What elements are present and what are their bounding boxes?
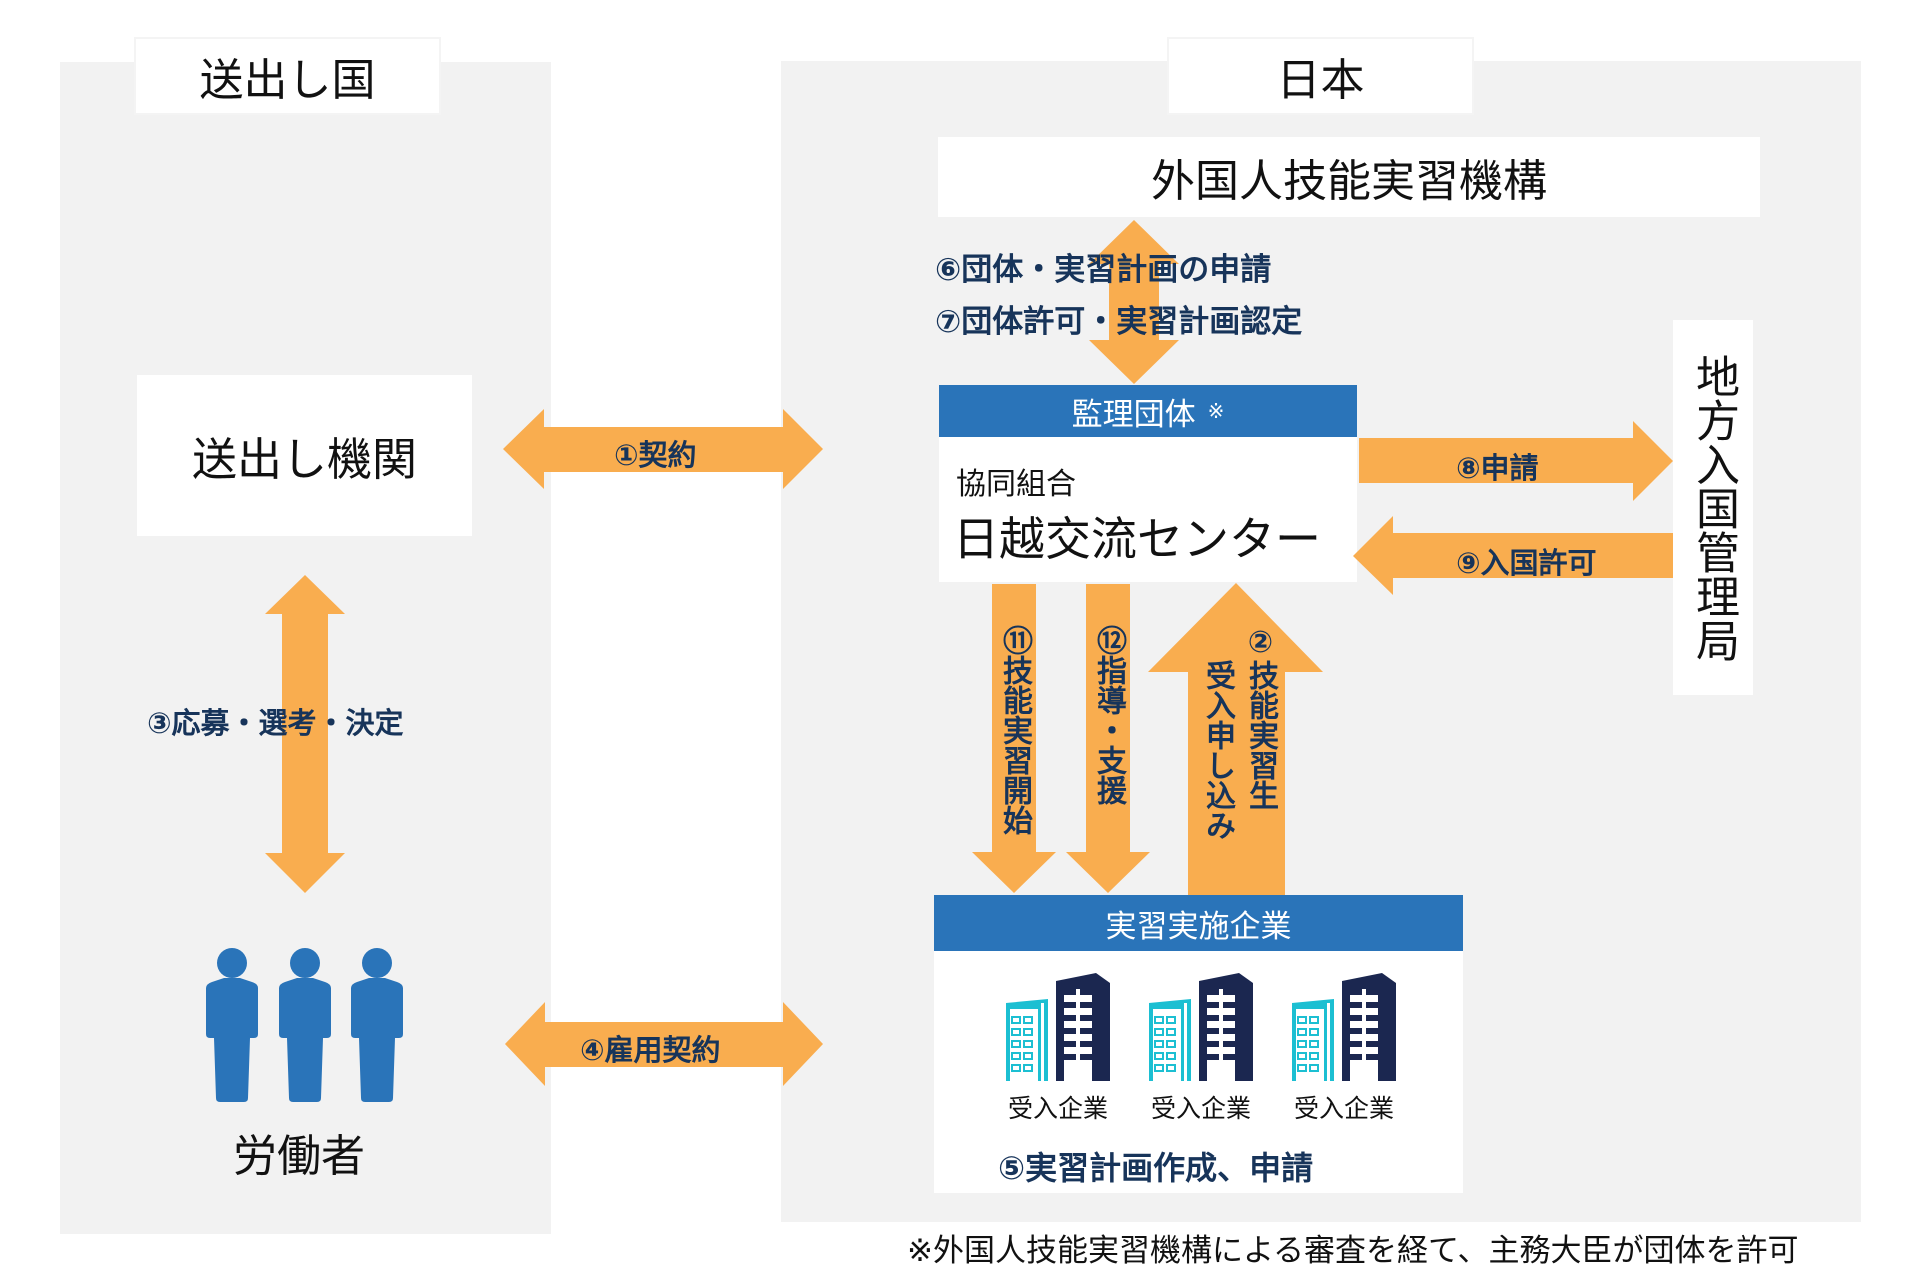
step2-label-line2: 受入申し込み — [1200, 660, 1235, 840]
japan-tab: 日本 — [1167, 37, 1474, 115]
otit-box: 外国人技能実習機構 — [938, 137, 1760, 217]
workers-label: 労働者 — [233, 1131, 365, 1182]
step9-label: ⑨入国許可 — [1456, 546, 1597, 580]
otit-label: 外国人技能実習機構 — [1151, 156, 1547, 207]
implementing-company-box: 実習実施企業 受入企業 受入企業 受入企業 ⑤実習計画作成、申請 — [934, 895, 1463, 1193]
step7-label: ⑦団体許可・実習計画認定 — [935, 304, 1303, 340]
implementing-company-header: 実習実施企業 — [934, 895, 1463, 951]
company-item: 受入企業 — [1006, 973, 1110, 1125]
sending-country-title: 送出し国 — [199, 55, 376, 106]
immigration-bureau-box: 地方入国管理局 — [1673, 320, 1753, 695]
step11-label: ⑪技能実習開始 — [997, 625, 1032, 835]
supervising-org-box: 監理団体 ※ 協同組合 日越交流センター — [939, 385, 1357, 582]
supervising-org-name: 日越交流センター — [953, 512, 1321, 566]
immigration-bureau-label: 地方入国管理局 — [1688, 353, 1739, 662]
company-item: 受入企業 — [1292, 973, 1396, 1125]
step3-label: ③応募・選考・決定 — [147, 706, 404, 740]
company-label: 受入企業 — [1007, 1094, 1108, 1123]
japan-title: 日本 — [1276, 55, 1365, 106]
sending-agency-label: 送出し機関 — [191, 433, 417, 486]
step5-label: ⑤実習計画作成、申請 — [998, 1149, 1314, 1187]
step4-label: ④雇用契約 — [580, 1033, 721, 1067]
supervising-org-note-mark: ※ — [1207, 399, 1225, 423]
building-icon — [1149, 973, 1253, 1081]
company-label: 受入企業 — [1293, 1094, 1394, 1123]
implementing-company-header-label: 実習実施企業 — [1105, 908, 1292, 945]
sending-country-tab: 送出し国 — [134, 37, 441, 115]
step1-label: ①契約 — [614, 438, 697, 472]
person-icon — [206, 948, 258, 1102]
company-label: 受入企業 — [1150, 1094, 1251, 1123]
supervising-org-header-label: 監理団体 — [1071, 396, 1196, 433]
step8-label: ⑧申請 — [1456, 451, 1539, 485]
sending-agency-box: 送出し機関 — [137, 375, 472, 536]
building-icon — [1006, 973, 1110, 1081]
person-icon — [279, 948, 331, 1102]
step2-label-line1: ②技能実習生 — [1243, 625, 1278, 810]
building-icon — [1292, 973, 1396, 1081]
company-item: 受入企業 — [1149, 973, 1253, 1125]
person-icon — [351, 948, 403, 1102]
step6-label: ⑥団体・実習計画の申請 — [935, 252, 1272, 288]
step12-label: ⑫指導・支援 — [1091, 625, 1126, 805]
supervising-org-header: 監理団体 ※ — [939, 385, 1357, 437]
supervising-org-subtitle: 協同組合 — [956, 467, 1076, 502]
footnote: ※外国人技能実習機構による審査を経て、主務大臣が団体を許可 — [907, 1233, 1799, 1269]
